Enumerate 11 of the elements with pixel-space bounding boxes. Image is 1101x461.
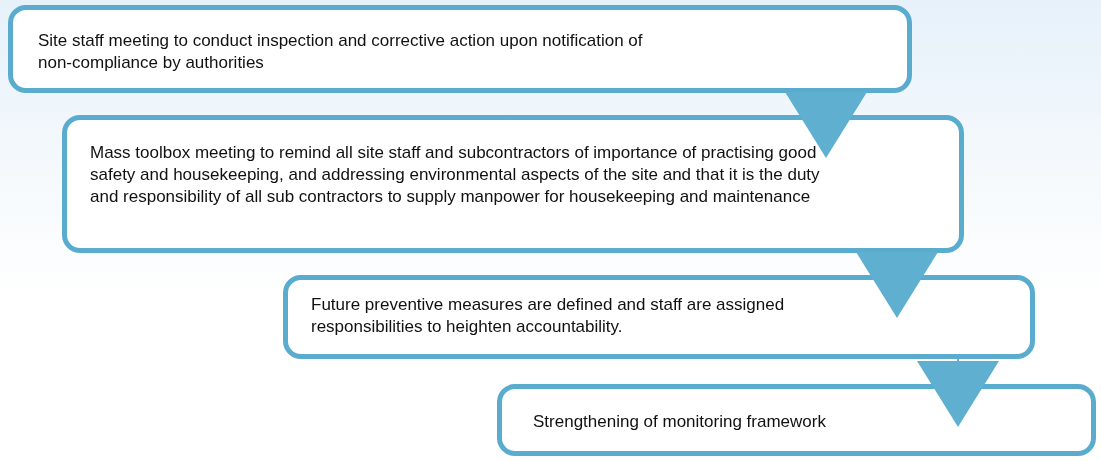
step-text: Strengthening of monitoring framework [533,411,827,433]
process-box [8,5,912,93]
process-box [62,115,964,253]
arrow [785,92,867,158]
process-box [497,384,1096,456]
step-text: Future preventive measures are defined and staff are assigned responsibilities to heighten accountability. [311,294,786,338]
arrow [856,252,938,318]
process-box [283,275,1035,359]
arrow [917,358,999,427]
step-text: Mass toolbox meeting to remind all site staff and subcontractors of importance of practising good safety and housekeeping, and addressing environmental aspects of the site and that it is the duty and responsibility of all sub contractors to supply manpower for housekeeping and maintenance [90,142,821,208]
step-text: Site staff meeting to conduct inspection and corrective action upon notification of non-compliance by authorities [38,30,643,74]
